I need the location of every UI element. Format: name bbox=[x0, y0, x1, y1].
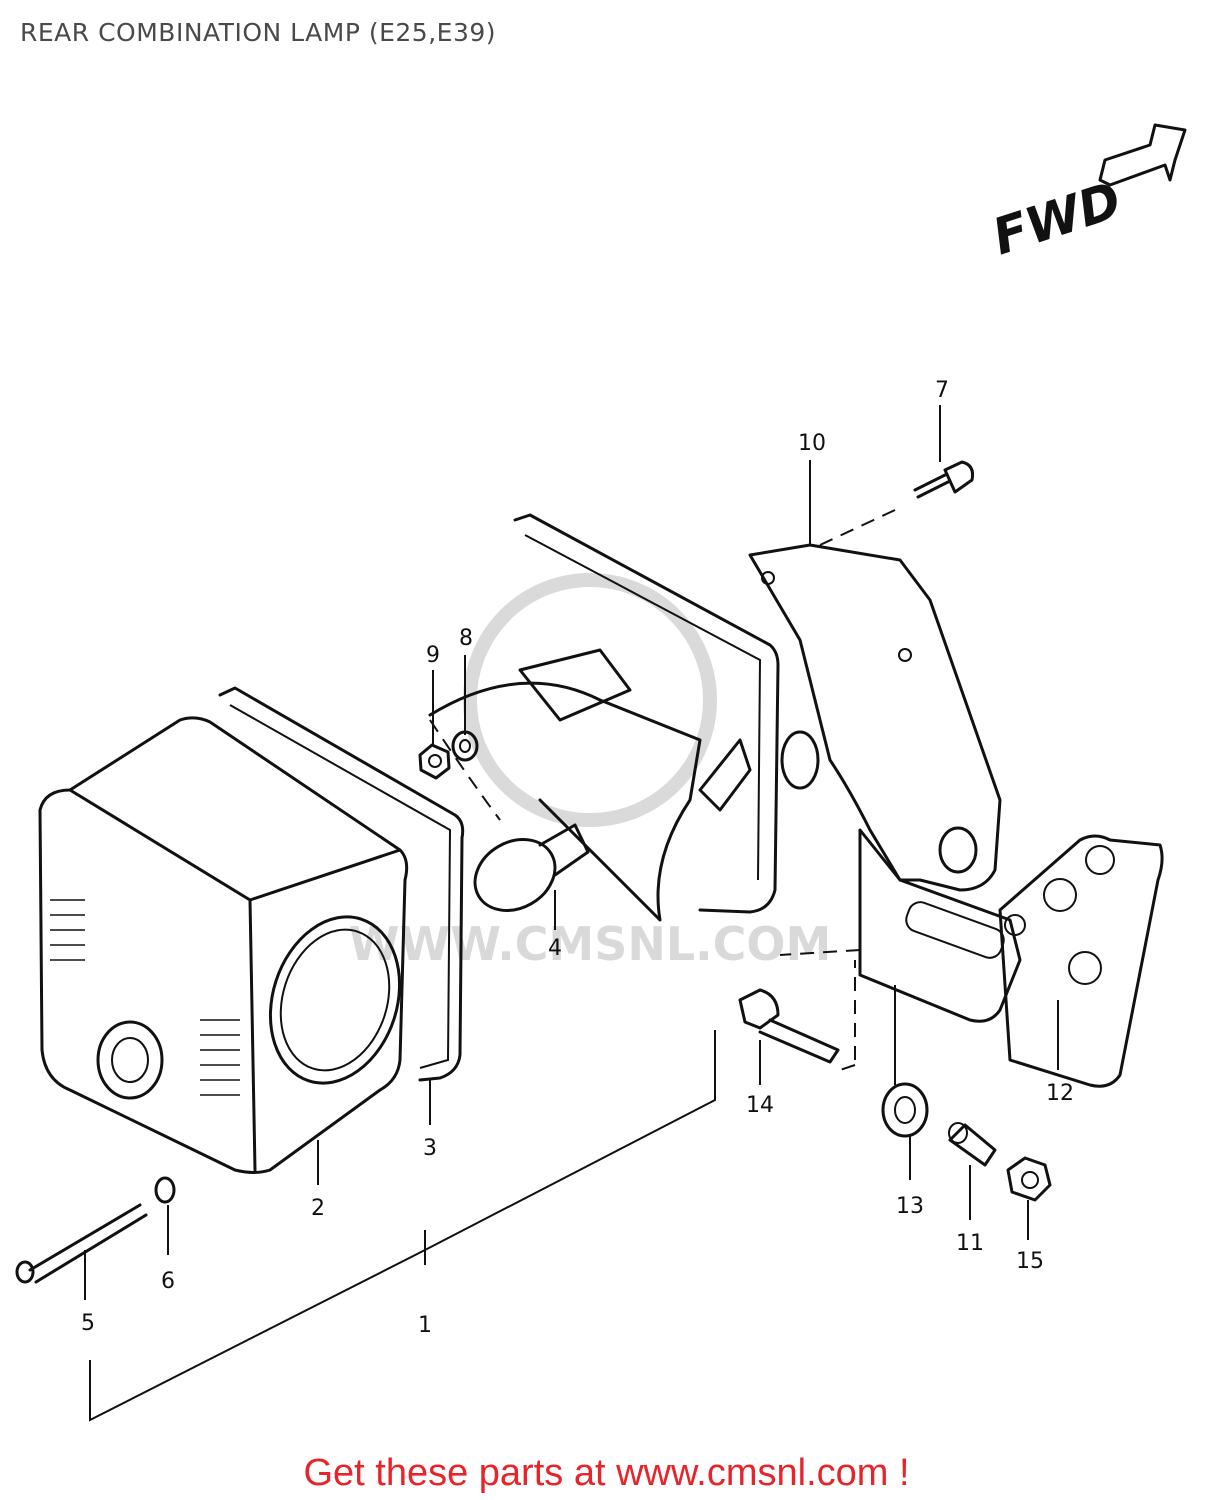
callout-3: 3 bbox=[423, 1136, 437, 1161]
callout-11: 11 bbox=[956, 1231, 984, 1256]
part-3-gasket bbox=[218, 686, 465, 1082]
part-9-nut bbox=[418, 743, 451, 780]
callout-13: 13 bbox=[896, 1194, 924, 1219]
part-15-nut bbox=[1006, 1156, 1052, 1202]
callout-15: 15 bbox=[1016, 1249, 1044, 1274]
part-5-screw bbox=[15, 1203, 148, 1284]
diagram-title: REAR COMBINATION LAMP (E25,E39) bbox=[20, 18, 497, 47]
leader-lines bbox=[84, 405, 1059, 1422]
part-14-bolt bbox=[738, 988, 840, 1064]
forward-arrow-icon bbox=[1098, 123, 1187, 187]
callout-10: 10 bbox=[798, 431, 826, 456]
assembly-lines bbox=[429, 509, 896, 1071]
callout-labels: 1 2 3 4 5 6 7 8 9 10 11 12 13 14 15 bbox=[81, 378, 1074, 1338]
footer-link[interactable]: Get these parts at www.cmsnl.com ! bbox=[303, 1452, 910, 1494]
callout-9: 9 bbox=[426, 643, 440, 668]
callout-7: 7 bbox=[935, 378, 949, 403]
part-11-collar bbox=[948, 1122, 997, 1167]
part-10-bracket bbox=[748, 543, 1002, 892]
part-13-grommet bbox=[881, 1082, 929, 1138]
callout-14: 14 bbox=[746, 1093, 774, 1118]
callout-4: 4 bbox=[548, 936, 562, 961]
callout-12: 12 bbox=[1046, 1081, 1074, 1106]
part-socket-plate bbox=[428, 513, 780, 922]
part-4-bulb bbox=[473, 823, 590, 912]
fwd-marker: FWD bbox=[986, 123, 1187, 267]
fwd-label: FWD bbox=[986, 171, 1128, 267]
part-slotted-plate bbox=[858, 828, 1022, 1023]
callout-2: 2 bbox=[311, 1196, 325, 1221]
part-12-plate-bracket bbox=[998, 834, 1164, 1088]
callout-1: 1 bbox=[418, 1313, 432, 1338]
part-6-washer bbox=[154, 1176, 176, 1204]
part-2-lens-housing bbox=[38, 716, 409, 1174]
callout-5: 5 bbox=[81, 1311, 95, 1336]
watermark-text: WWW.CMSNL.COM bbox=[349, 917, 832, 971]
part-7-screw bbox=[913, 460, 974, 499]
watermark: WWW.CMSNL.COM bbox=[349, 573, 832, 971]
callout-8: 8 bbox=[459, 626, 473, 651]
callout-6: 6 bbox=[161, 1269, 175, 1294]
